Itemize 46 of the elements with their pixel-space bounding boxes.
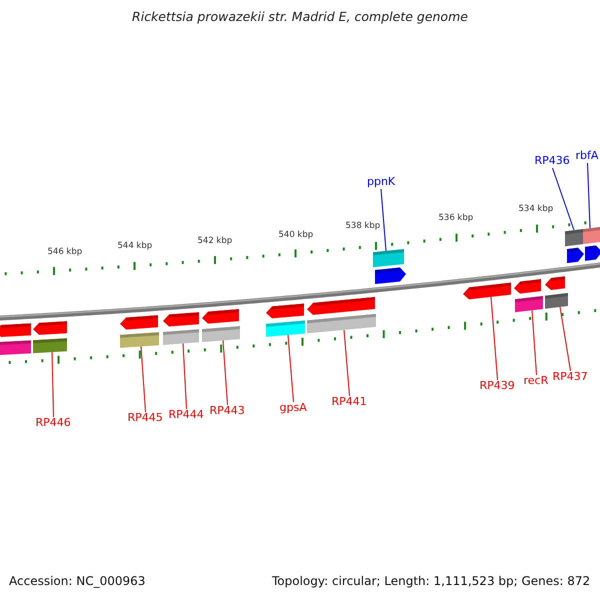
leader-line xyxy=(532,310,537,376)
leader-line xyxy=(222,340,228,406)
gene-box xyxy=(120,332,159,348)
scale-label: 534 kbp xyxy=(518,205,554,215)
scale-label: 546 kbp xyxy=(48,248,82,258)
gene-label: rbfA xyxy=(576,150,598,162)
gene-label: RP445 xyxy=(128,412,163,424)
gene-box xyxy=(307,314,376,334)
leader-line xyxy=(587,162,590,229)
leader-line xyxy=(490,296,498,380)
gene-label: RP441 xyxy=(332,396,367,408)
leader-line xyxy=(560,306,571,372)
gene-box xyxy=(545,292,568,309)
gene-label: gpsA xyxy=(280,402,307,414)
gene-label: RP446 xyxy=(36,416,71,430)
gene-label: RP437 xyxy=(552,370,588,384)
gene-label: RP444 xyxy=(168,408,204,422)
scale-label: 544 kbp xyxy=(118,242,152,252)
leader-line xyxy=(140,346,146,412)
leader-line xyxy=(380,188,386,252)
scale-label: 542 kbp xyxy=(198,237,232,247)
leader-line xyxy=(52,352,54,418)
leader-line xyxy=(344,330,350,396)
gene-box xyxy=(33,338,67,354)
gene-box xyxy=(515,296,543,312)
gene-box xyxy=(565,229,583,246)
gene-box xyxy=(583,226,600,244)
leader-line xyxy=(552,168,574,231)
scale-label: 536 kbp xyxy=(438,214,474,224)
gene-label: RP443 xyxy=(210,404,245,418)
gene-box xyxy=(163,329,199,345)
leader-line xyxy=(182,343,187,410)
gene-box xyxy=(266,320,305,337)
scale-label: 540 kbp xyxy=(278,231,314,241)
gene-label: RP436 xyxy=(534,154,570,168)
accession-text: Accession: NC_000963 xyxy=(9,575,146,589)
gene-label: RP439 xyxy=(480,380,515,392)
title: Rickettsia prowazekii str. Madrid E, complete genome xyxy=(131,10,469,24)
leader-line xyxy=(288,334,294,402)
gene-box xyxy=(202,326,240,342)
gene-label: recR xyxy=(524,374,548,388)
genome-info-text: Topology: circular; Length: 1,111,523 bp; Genes: 872 xyxy=(272,575,590,589)
scale-label: 538 kbp xyxy=(346,222,380,232)
gene-feature xyxy=(463,282,511,300)
gene-label: ppnK xyxy=(367,176,396,188)
gene-box xyxy=(373,249,404,268)
